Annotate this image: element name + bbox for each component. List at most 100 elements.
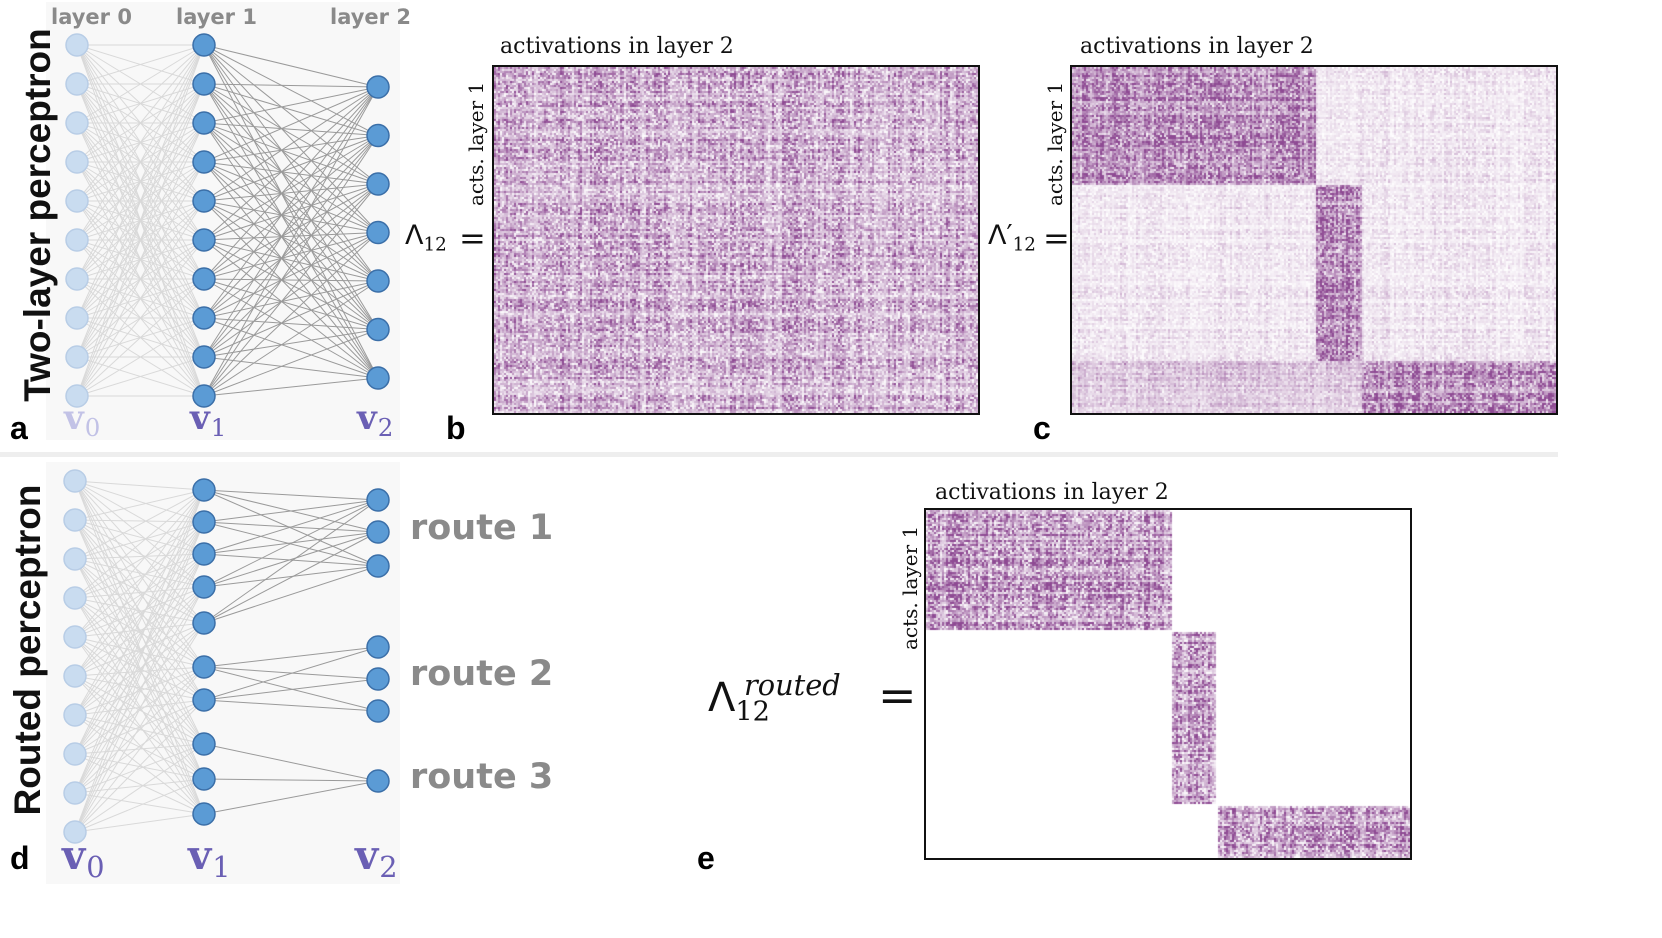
edge-l1-l2 (203, 86, 379, 358)
edge-l0-l1-routed (74, 558, 205, 815)
layer1-node (192, 384, 216, 408)
edge-l0-l1-routed (74, 622, 205, 755)
layer2-node (366, 269, 390, 293)
layer0-node-routed (63, 742, 87, 766)
edge-l0-l1 (76, 44, 205, 319)
layer1-node-routed (192, 732, 216, 756)
edge-l0-l1 (76, 317, 205, 397)
edge-l1-l2 (203, 44, 379, 233)
edge-l0-l1-routed (74, 597, 205, 624)
edge-l0-l1-routed (74, 480, 205, 668)
layer0-node-routed (63, 586, 87, 610)
edge-l0-l1-routed (74, 489, 205, 755)
layer0-node-routed (63, 508, 87, 532)
layer0-node (65, 33, 89, 57)
edge-l1-l2 (203, 232, 379, 397)
edge-l1-l2 (203, 44, 379, 185)
layer1-node-routed (192, 611, 216, 635)
layer2-node-routed (366, 635, 390, 659)
edge-l0-l1-routed (74, 666, 205, 833)
layer0-node (65, 150, 89, 174)
edge-l1-l2 (203, 135, 379, 280)
edge-l0-l1 (76, 122, 205, 397)
layer0-node-routed (63, 781, 87, 805)
edge-route-1 (203, 499, 379, 588)
edge-l1-l2 (203, 135, 379, 397)
layer0-node-routed (63, 820, 87, 844)
edge-l0-l1-routed (74, 597, 205, 815)
layer1-node (192, 111, 216, 135)
edge-route-1 (203, 531, 379, 624)
layer0-node (65, 111, 89, 135)
layer0-node-routed (63, 625, 87, 649)
edge-l0-l1 (76, 44, 205, 124)
edge-l0-l1-routed (74, 586, 205, 755)
edge-l0-l1-routed (74, 489, 205, 677)
edge-l1-l2 (203, 183, 379, 358)
edge-l1-l2 (203, 135, 379, 241)
edge-l1-l2 (203, 122, 379, 136)
edge-l0-l1-routed (74, 666, 205, 794)
edge-l0-l1-routed (74, 519, 205, 624)
edge-l0-l1 (76, 44, 205, 163)
edge-route-1 (203, 499, 379, 624)
matrix-b-equals: = (459, 219, 486, 257)
edge-l0-l1-routed (74, 813, 205, 833)
edge-l0-l1-routed (74, 778, 205, 833)
edge-route-2 (203, 699, 379, 712)
edge-l0-l1-routed (74, 519, 205, 588)
layer0-node-routed (63, 469, 87, 493)
edge-l0-l1-routed (74, 666, 205, 716)
edge-l0-l1-routed (74, 553, 205, 716)
route-3-label: route 3 (410, 757, 554, 797)
edge-l0-l1-routed (74, 558, 205, 624)
panel-letter-d: d (10, 840, 30, 876)
layer1-node (192, 189, 216, 213)
edge-l1-l2 (203, 86, 379, 163)
edge-l1-l2 (203, 278, 379, 282)
edge-l0-l1-routed (74, 558, 205, 668)
layer2-node (366, 123, 390, 148)
edge-l0-l1-routed (74, 622, 205, 638)
v0-label-top: v0 (64, 398, 101, 442)
layer2-node (366, 317, 390, 342)
edge-l0-l1 (76, 44, 205, 397)
edge-l1-l2 (203, 86, 379, 202)
edge-l1-l2 (203, 86, 379, 241)
edge-l0-l1 (76, 44, 205, 280)
edge-l0-l1-routed (74, 586, 205, 716)
edge-l0-l1-routed (74, 519, 205, 668)
edge-l1-l2 (203, 183, 379, 202)
panel-letter-e: e (697, 840, 715, 876)
edge-l1-l2 (203, 86, 379, 124)
edge-l0-l1-routed (74, 553, 205, 794)
matrix-c-lambda-label: Λ′12 (988, 220, 1036, 256)
layer1-node-routed (192, 575, 216, 599)
edge-l0-l1-routed (74, 622, 205, 677)
panel-letter-a: a (10, 410, 28, 446)
edge-l0-l1-routed (74, 636, 205, 815)
edge-l0-l1-routed (74, 521, 205, 677)
edge-l0-l1-routed (74, 489, 205, 794)
edge-l1-l2 (203, 44, 379, 88)
layer2-node-routed (366, 769, 390, 793)
edge-route-3 (203, 780, 379, 815)
edge-route-1 (203, 489, 379, 567)
edge-l0-l1 (76, 44, 205, 85)
edge-l1-l2 (203, 83, 379, 185)
layer0-node (65, 228, 89, 252)
edge-l0-l1-routed (74, 521, 205, 716)
matrix-c-equals: = (1043, 219, 1070, 257)
edge-l0-l1-routed (74, 489, 205, 638)
v0-label-bottom: v0 (62, 832, 105, 885)
edge-l0-l1-routed (74, 675, 205, 815)
edge-l1-l2 (203, 232, 379, 358)
edge-l1-l2 (203, 183, 379, 280)
layer2-node (366, 172, 390, 196)
edge-l1-l2 (203, 161, 379, 185)
edge-l1-l2 (203, 329, 379, 397)
edge-l0-l1 (76, 44, 205, 202)
panel-divider (0, 452, 1558, 457)
layer0-node-routed (63, 703, 87, 727)
route-2-label: route 2 (410, 654, 554, 694)
